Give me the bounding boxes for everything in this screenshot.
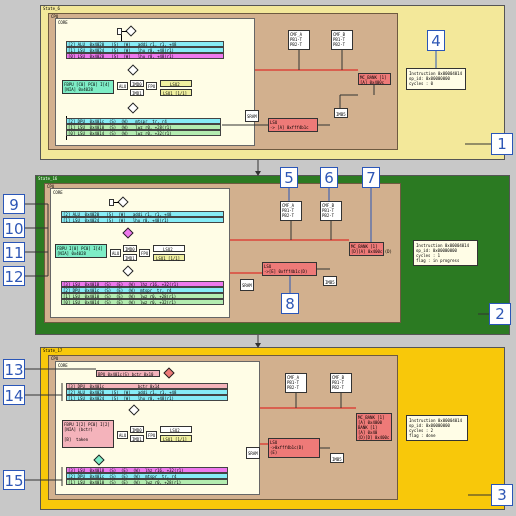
cpu-label: CPU	[51, 356, 59, 361]
table-row: [1] LSU 0x4010 (S) (W) lwz r0, +28(r1)	[66, 124, 221, 130]
callout-8: 8	[281, 293, 299, 314]
mc-bank-box: MC_BANK [1][D][A] 0x400c (D)	[349, 242, 392, 256]
fetch-box	[109, 199, 114, 206]
imd0-unit: IMD0	[130, 80, 144, 87]
lsu-box: LSU->0xfff4b1c(D)(E)	[268, 438, 320, 458]
callout-5: 5	[280, 167, 298, 188]
fbpu-box: FBPU I[2] PC0] I[2][NIA] (bctr)[B] taken	[62, 420, 114, 448]
callout-15: 15	[3, 470, 25, 490]
core-label: CORE	[53, 190, 63, 195]
alu-unit: ALU	[117, 82, 128, 90]
core-label: CORE	[58, 363, 68, 368]
table-row: [0] LSU 0x4028 (S) (W) lhu r0, +48(r1)	[66, 53, 224, 59]
alu-unit: ALU	[110, 249, 121, 257]
fetch-box	[117, 28, 122, 35]
table-row: [2] DPU 0x401c (S) (E) (W) mtspr tr, r4	[66, 473, 228, 479]
lsu1-unit: LSU1 [1/1]	[160, 89, 192, 96]
lsu2-unit: LSU2	[160, 426, 192, 433]
alu-unit: ALU	[117, 431, 128, 439]
lsu2-unit: LSU2	[153, 245, 185, 252]
imd0-unit: IMD0	[123, 245, 137, 252]
imd1-unit: IMD1	[130, 89, 144, 96]
table-row: [2] DPU 0x401c (S) (E) (W) mtspr tr, r4	[61, 287, 224, 293]
imd1-unit: IMD1	[123, 254, 137, 261]
imbs-box: IMB5	[334, 108, 348, 118]
cpu-label: CPU	[51, 14, 59, 19]
sram-box: SRAM	[240, 279, 254, 291]
core-label: CORE	[58, 20, 68, 25]
lsu-box: LSU-> [A] 0xfff4b1c	[268, 118, 318, 132]
callout-1: 1	[491, 133, 513, 155]
callout-10: 10	[3, 218, 25, 238]
table-row: [1] LSU 0x4024 (S) (W) lhu r0, +48(r1)	[66, 47, 224, 53]
state-title: State_17	[43, 348, 63, 353]
imbs-box: IMB5	[323, 276, 337, 286]
state-title: State_6	[43, 6, 60, 11]
callout-9: 9	[3, 194, 25, 214]
lsu1-unit: LSU1 [1/1]	[160, 435, 192, 442]
fbpu-box: FBPU [C0] PC0] I[4] [NIA] 0x4028	[62, 80, 114, 94]
fpu-unit: FPU	[146, 431, 157, 439]
table-row: [0] LSU 0x4014 (S) (E) (W) lwz r0, +32(r…	[61, 299, 224, 305]
table-row: [1] LSU 0x4024 (S) (W) lhu r0, +48(r1)	[61, 217, 224, 223]
callout-7: 7	[362, 167, 380, 188]
table-row: [2] ALU 0x4020 (S) (W) addi r1, r1, +48	[66, 41, 224, 47]
table-row: [2] DPU 0x401c (S) (W) mtspr tr, r4	[66, 118, 221, 124]
callout-6: 6	[320, 167, 338, 188]
lsu1-unit: LSU1 [1/1]	[153, 254, 185, 261]
imd0-unit: IMD0	[130, 426, 144, 433]
table-row: [1] LSU 0x4024 (S) (W) lhu r0, +48(r1)	[66, 395, 228, 401]
table-row: [3] LSU 0x4018 (S) (E) (W) lhz r16, +32(…	[61, 281, 224, 287]
fpu-unit: FPU	[146, 82, 157, 90]
sram-box: SRAM	[245, 110, 259, 122]
callout-11: 11	[3, 242, 25, 262]
table-row: [3] DPU 0x401c bctr 0x14	[66, 383, 228, 389]
imbs-box: IMB5	[330, 453, 344, 463]
fbpu-box: FBPU I[0] PC0] I[4][NIA] 0x4028	[55, 244, 107, 258]
callout-3: 3	[491, 484, 513, 506]
callout-14: 14	[3, 385, 25, 405]
sram-box: SRAM	[246, 447, 260, 459]
mc-bank-box: MC_BANK [1][A] 0x400c	[358, 73, 391, 85]
lsu-box: LSU->[E] 0xfff4b1c(D)	[262, 262, 317, 276]
table-row: [1] LSU 0x4010 (S) (E) (W) lwz r0, +28(r…	[66, 479, 228, 485]
callout-13: 13	[3, 359, 25, 379]
table-row: [3] LSU 0x4018 (S) (E) (W) lhz r16, +32(…	[66, 467, 228, 473]
callout-2: 2	[489, 303, 511, 325]
table-row: [2] ALU 0x4020 (S) (W) addi r1, r1, +48	[66, 389, 228, 395]
fpu-unit: FPU	[139, 249, 150, 257]
bpu-box: BPU 0x401c(S) bctr 0x10	[96, 370, 160, 377]
callout-4: 4	[427, 30, 445, 51]
lsu2-unit: LSU2	[160, 80, 192, 87]
callout-12: 12	[3, 266, 25, 286]
imd1-unit: IMD1	[130, 435, 144, 442]
state-title: State_16	[38, 176, 58, 181]
cpu-label: CPU	[47, 184, 55, 189]
table-row: [2] ALU 0x4020 (S) (W) addi r1, r1, +48	[61, 211, 224, 217]
table-row: [1] LSU 0x4010 (S) (E) (W) lwz r0, +28(r…	[61, 293, 224, 299]
table-row: [0] LSU 0x4014 (S) (W) lwz r0, +32(r1)	[66, 130, 221, 136]
